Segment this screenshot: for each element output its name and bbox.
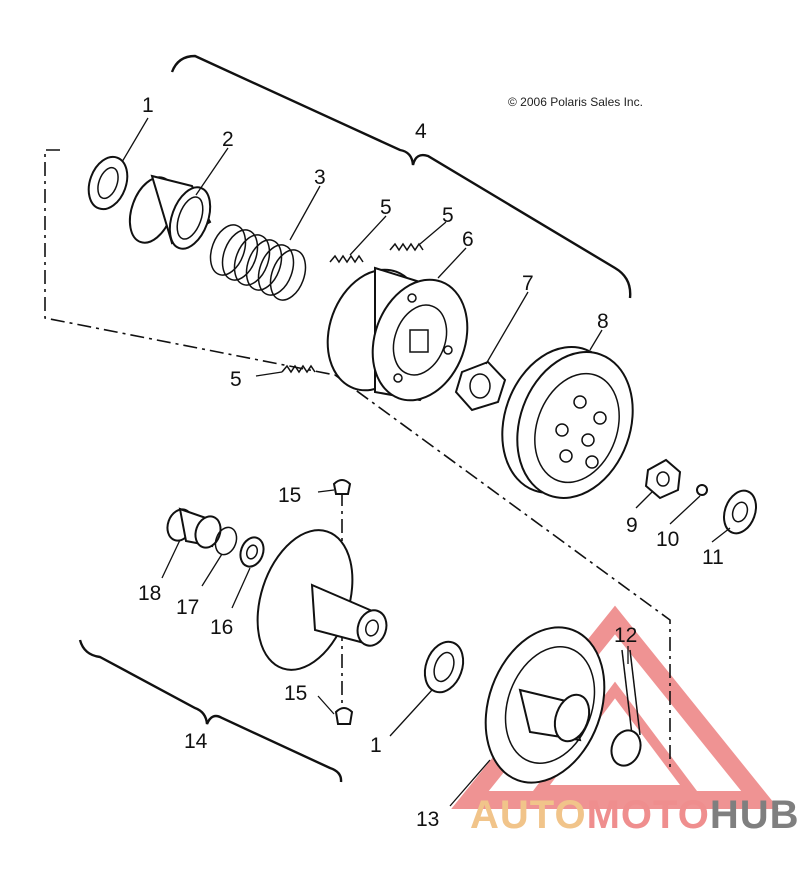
sleeve-part-2	[128, 174, 212, 250]
callout-13: 13	[416, 808, 439, 831]
callout-1-top: 1	[142, 94, 154, 117]
callout-16: 16	[210, 616, 233, 639]
callout-9: 9	[626, 514, 638, 537]
callout-8: 8	[597, 310, 609, 333]
callout-7: 7	[522, 272, 534, 295]
callout-10: 10	[656, 528, 679, 551]
needle-bearing-part-18	[166, 507, 222, 549]
brace-bottom	[78, 639, 343, 783]
copyright-text: © 2006 Polaris Sales Inc.	[508, 95, 643, 109]
callout-11: 11	[702, 546, 724, 569]
seal-part-1-top	[87, 155, 129, 211]
callout-5-c: 5	[230, 368, 242, 391]
spring-part-3	[209, 224, 307, 301]
small-spring-part-5-a	[329, 254, 364, 264]
callout-12: 12	[614, 624, 637, 647]
callout-6: 6	[462, 228, 474, 251]
watermark-auto: AUTO	[470, 793, 587, 837]
small-spring-part-5-c	[281, 364, 316, 374]
callout-4: 4	[415, 120, 427, 143]
driven-face-part-14	[256, 529, 388, 671]
watermark-text: AUTOMOTOHUB	[470, 793, 800, 837]
clutch-shoe-part-6	[326, 266, 469, 402]
callout-1-bottom: 1	[370, 734, 382, 757]
brace-top	[170, 54, 632, 299]
axis-upper	[44, 149, 336, 376]
callout-2: 2	[222, 128, 234, 151]
watermark-moto: MOTO	[587, 793, 710, 837]
ball-part-10	[696, 484, 708, 496]
callout-3: 3	[314, 166, 326, 189]
nut-part-7	[454, 360, 507, 412]
callout-14: 14	[184, 730, 208, 753]
callout-15-bottom: 15	[284, 682, 307, 705]
plug-part-15-bottom	[334, 707, 354, 725]
callout-5-b: 5	[442, 204, 454, 227]
seal-part-1-bottom	[423, 640, 465, 694]
callout-15-top: 15	[278, 484, 301, 507]
bearing-part-11	[723, 489, 757, 535]
callout-17: 17	[176, 596, 199, 619]
watermark-hub: HUB	[710, 793, 800, 837]
pin-part-12	[610, 649, 642, 767]
callout-18: 18	[138, 582, 161, 605]
washer-part-16	[239, 536, 265, 568]
clutch-drum-part-8	[501, 346, 634, 499]
plug-part-15-top	[332, 479, 352, 495]
leader-lines	[121, 117, 731, 807]
callout-5-a: 5	[380, 196, 392, 219]
small-spring-part-5-b	[389, 242, 424, 252]
axis-middle	[334, 374, 671, 770]
nut-part-9	[644, 458, 682, 500]
sliding-sheave-part-13	[484, 626, 606, 784]
